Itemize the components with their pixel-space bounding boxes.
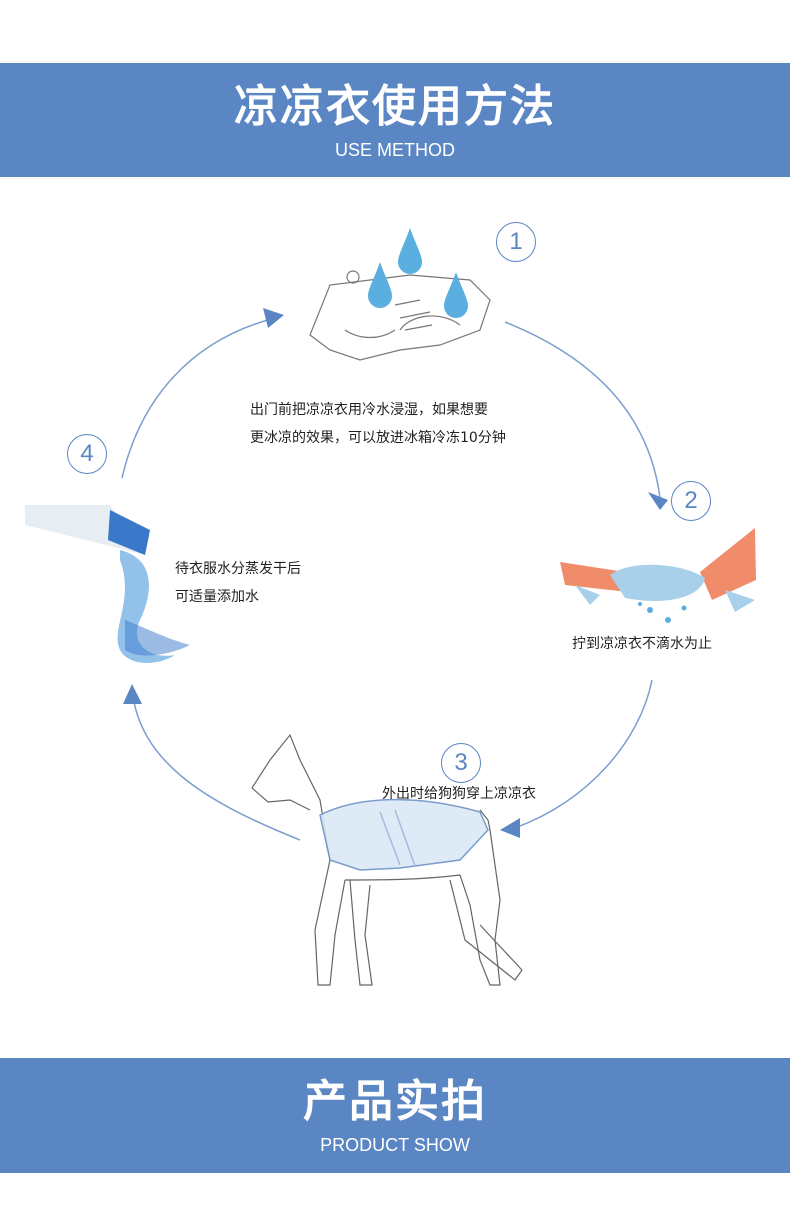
water-drops-icon xyxy=(368,228,468,318)
arrow-head-4 xyxy=(123,684,142,704)
step-number-2: 2 xyxy=(671,481,711,521)
step-1-line-2: 更冰凉的效果，可以放进冰箱冷冻10分钟 xyxy=(250,430,506,446)
step-number-3: 3 xyxy=(441,743,481,783)
arrow-arc-4-to-1 xyxy=(121,317,276,479)
step-4-caption: 待衣服水分蒸发干后 可适量添加水 xyxy=(175,555,301,611)
step-1-caption: 出门前把凉凉衣用冷水浸湿，如果想要 更冰凉的效果，可以放进冰箱冷冻10分钟 xyxy=(250,396,506,452)
step-2-line-1: 拧到凉凉衣不滴水为止 xyxy=(572,636,712,652)
top-banner: 凉凉衣使用方法 xyxy=(0,63,790,177)
step-2-caption: 拧到凉凉衣不滴水为止 xyxy=(572,630,712,658)
section-title-product: 产品实拍 xyxy=(303,1076,487,1127)
arrow-arc-3-to-4 xyxy=(131,689,301,841)
section-title: 凉凉衣使用方法 xyxy=(234,81,556,132)
step-number-1: 1 xyxy=(496,222,536,262)
bottom-banner: 产品实拍 PRODUCT SHOW xyxy=(0,1058,790,1173)
water-bottle-illustration xyxy=(25,505,190,664)
arrow-head-2 xyxy=(648,492,668,510)
step-3-line-1: 外出时给狗狗穿上凉凉衣 xyxy=(382,786,536,802)
arrow-arc-2-to-3 xyxy=(514,679,653,829)
arrow-head-1 xyxy=(263,308,284,328)
step-3-caption: 外出时给狗狗穿上凉凉衣 xyxy=(382,780,536,808)
step-4-line-1: 待衣服水分蒸发干后 xyxy=(175,561,301,577)
step-1-line-1: 出门前把凉凉衣用冷水浸湿，如果想要 xyxy=(250,402,488,418)
dog-vest-icon xyxy=(319,798,489,871)
arrow-arc-1-to-2 xyxy=(504,321,661,499)
section-subtitle: USE METHOD xyxy=(334,140,455,160)
section-subtitle-product: PRODUCT SHOW xyxy=(320,1135,470,1155)
step-4-line-2: 可适量添加水 xyxy=(175,589,259,605)
arrow-head-3 xyxy=(500,818,520,838)
step-number-4: 4 xyxy=(67,434,107,474)
wringing-hands-illustration xyxy=(560,528,756,623)
